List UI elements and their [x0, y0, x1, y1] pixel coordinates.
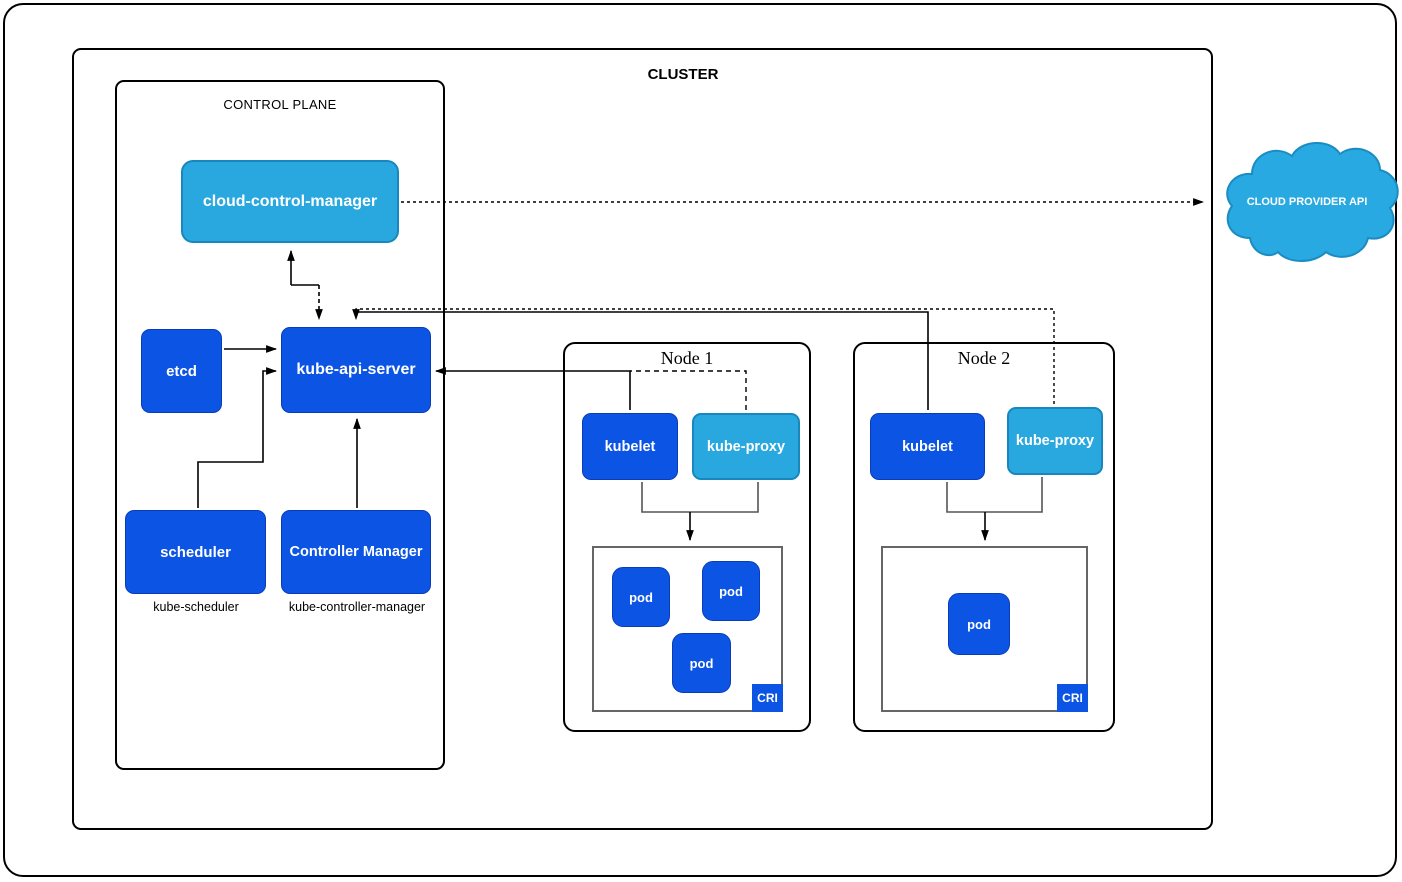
arrow-node2-kubeproxy-to-api-server: [352, 308, 1055, 404]
stems-node1: [641, 482, 759, 513]
node-1-kube-proxy-box: kube-proxy: [692, 413, 800, 480]
controller-manager-caption: kube-controller-manager: [288, 600, 426, 614]
pod-box: pod: [948, 593, 1010, 655]
cloud-provider-api-shape: [1226, 141, 1399, 262]
etcd-box: etcd: [141, 329, 222, 413]
controller-manager-box: Controller Manager: [281, 510, 431, 594]
arrow-scheduler-to-api-server: [197, 367, 278, 508]
line-node2-kubelet-to-api-server: [358, 311, 929, 410]
pod-box: pod: [672, 633, 731, 693]
control-plane-title: CONTROL PLANE: [223, 97, 337, 112]
node-1-kubelet-box: kubelet: [582, 413, 678, 480]
stems-node2: [946, 477, 1043, 513]
scheduler-caption: kube-scheduler: [153, 600, 239, 614]
node-2-title: Node 2: [957, 348, 1011, 368]
node-2-kubelet-box: kubelet: [870, 413, 985, 480]
page-border: [3, 3, 1397, 877]
scheduler-box: scheduler: [125, 510, 266, 594]
cluster-title: CLUSTER: [647, 66, 719, 83]
arrow-node1-kubelet-to-api-server: [434, 367, 631, 410]
node-1-title: Node 1: [660, 348, 714, 368]
line-node1-kubeproxy-dashed: [630, 370, 747, 410]
cloud-provider-api-label: CLOUD PROVIDER API: [1246, 196, 1368, 208]
node-1-cri-badge: CRI: [752, 684, 783, 712]
cloud-control-manager-box: cloud-control-manager: [181, 160, 399, 243]
node-2-kube-proxy-box: kube-proxy: [1007, 407, 1103, 475]
kube-api-server-box: kube-api-server: [281, 327, 431, 413]
node-2-cri-badge: CRI: [1057, 684, 1088, 712]
pod-box: pod: [612, 567, 670, 627]
pod-box: pod: [702, 561, 760, 621]
